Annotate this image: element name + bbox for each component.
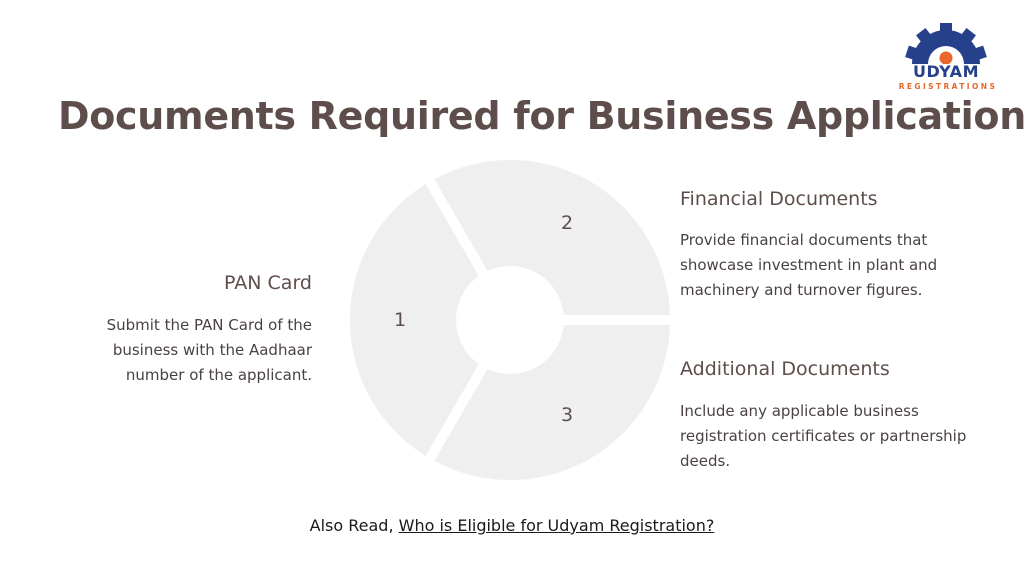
page-title: Documents Required for Business Applicat…	[58, 94, 1024, 138]
udyam-logo: UDYAM REGISTRATIONS	[896, 20, 1008, 94]
pan-card-description: Submit the PAN Card of the business with…	[106, 316, 312, 384]
financial-documents-heading: Financial Documents	[680, 188, 878, 210]
also-read-prefix: Also Read,	[309, 516, 399, 535]
additional-documents-heading: Additional Documents	[680, 358, 890, 380]
segment-2	[434, 160, 670, 316]
logo-dot	[939, 51, 953, 65]
additional-documents-description: Include any applicable business registra…	[680, 402, 967, 470]
segment-3-number: 3	[561, 404, 573, 426]
segment-1	[350, 184, 479, 456]
segment-3	[434, 324, 670, 480]
also-read-footer: Also Read, Who is Eligible for Udyam Reg…	[0, 516, 1024, 535]
cycle-diagram: 1 2 3	[350, 160, 670, 480]
financial-documents-description: Provide financial documents that showcas…	[680, 231, 938, 299]
eligibility-link[interactable]: Who is Eligible for Udyam Registration?	[398, 516, 715, 535]
pan-card-heading: PAN Card	[224, 272, 312, 294]
logo-subtitle: REGISTRATIONS	[898, 82, 998, 91]
segment-1-number: 1	[394, 309, 406, 331]
segment-2-number: 2	[561, 212, 573, 234]
gear-icon	[905, 23, 987, 65]
logo-wordmark: UDYAM	[913, 62, 979, 81]
